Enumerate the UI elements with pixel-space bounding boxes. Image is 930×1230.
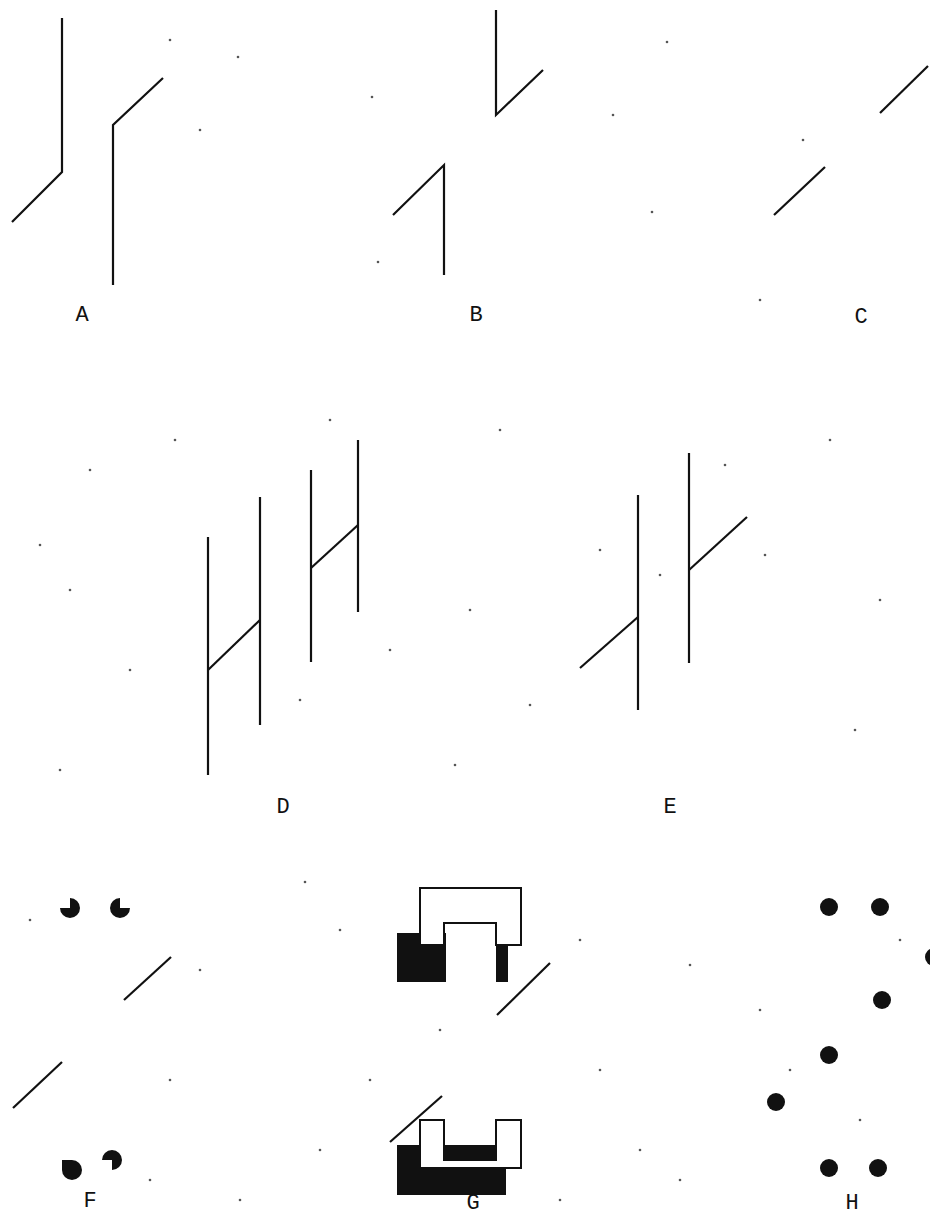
figure-letter: E	[663, 797, 676, 819]
figure-letter: G	[466, 1193, 479, 1215]
figure-letter: F	[83, 1191, 96, 1213]
oblique-line	[774, 167, 825, 215]
oblique-line	[580, 617, 638, 668]
bent-line	[12, 18, 62, 222]
oblique-line	[689, 517, 747, 570]
oblique-line	[124, 957, 171, 1000]
figure-letter: B	[469, 305, 482, 327]
vertical-line	[259, 497, 261, 725]
oblique-line	[880, 66, 928, 113]
oblique-line	[311, 525, 358, 568]
figure-letter: A	[75, 305, 88, 327]
figure-letter: D	[276, 797, 289, 819]
bent-line	[496, 10, 543, 115]
oblique-line	[208, 620, 260, 670]
figure-letter: H	[845, 1193, 858, 1215]
bent-line	[113, 78, 163, 285]
vertical-line	[207, 537, 209, 775]
dot-pattern	[767, 898, 930, 1177]
figure-letter: C	[854, 307, 867, 329]
bent-line	[393, 165, 444, 275]
vertical-line	[688, 453, 690, 663]
pacman-dots	[60, 898, 130, 1180]
vertical-line	[637, 495, 639, 710]
block-shapes	[397, 888, 521, 1195]
speckle-noise	[29, 39, 902, 1202]
oblique-line	[13, 1062, 62, 1108]
